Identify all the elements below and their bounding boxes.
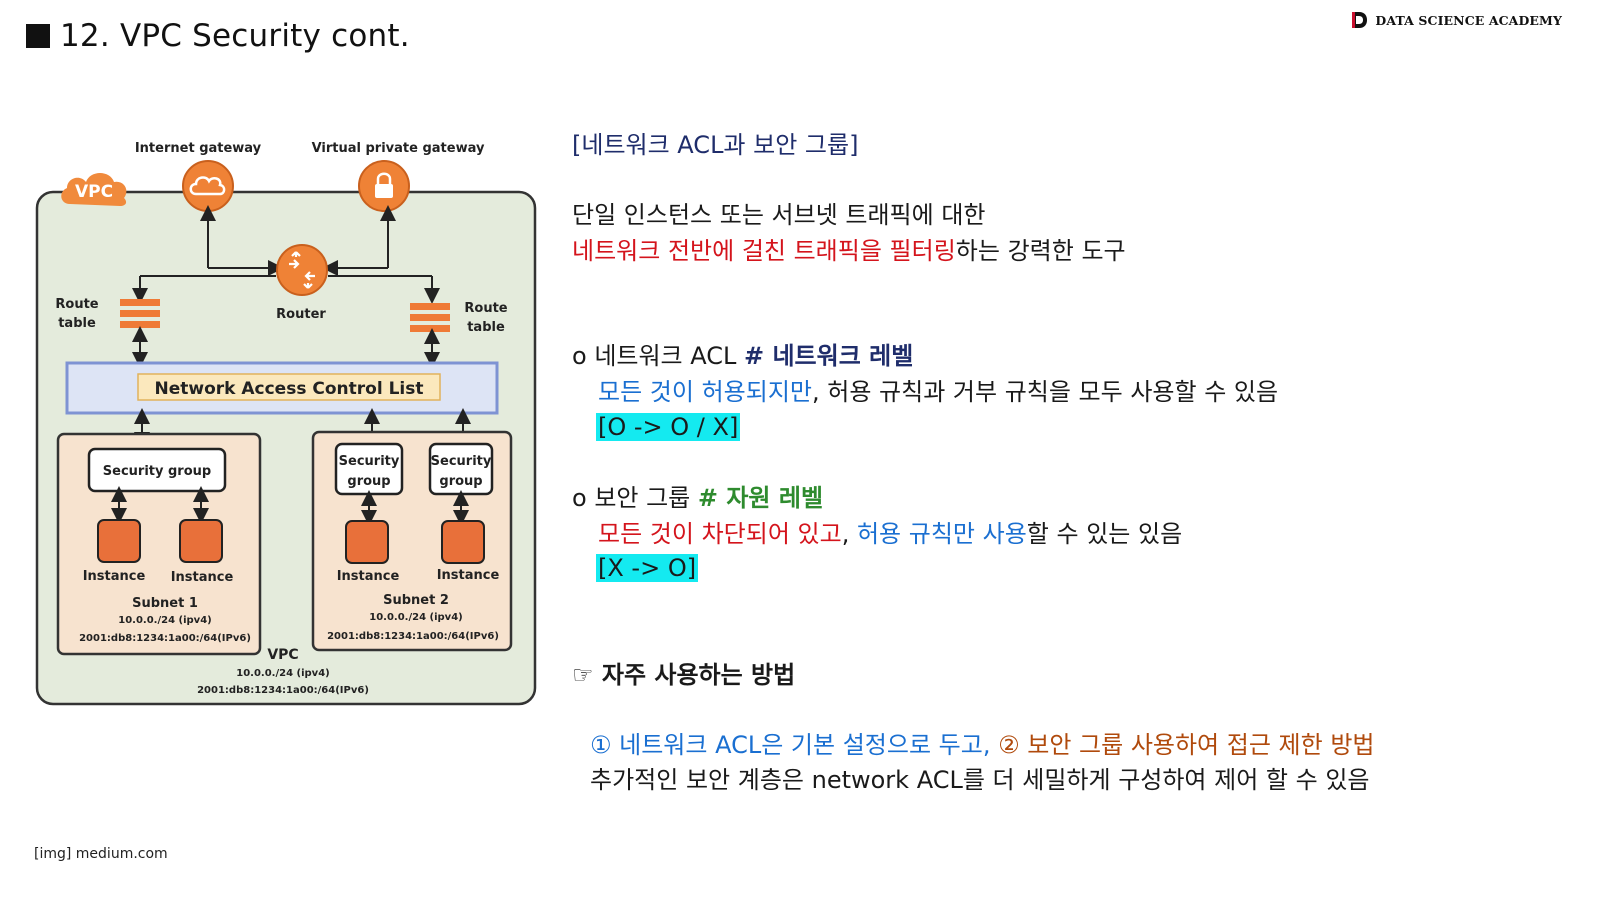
sg-heading: o 보안 그룹 # 자원 레벨	[572, 481, 823, 515]
vpc-badge-label: VPC	[75, 182, 113, 202]
vpc-diagram-svg: VPC Internet gateway Virtual private gat…	[35, 141, 537, 706]
content-heading: [네트워크 ACL과 보안 그룹]	[572, 131, 859, 159]
subnet-1-ipv6: 2001:db8:1234:1a00:/64(IPv6)	[79, 633, 251, 644]
subnet-2-security-group-2-label-1: Security	[431, 454, 492, 469]
sg-rule-badge: [X -> O]	[596, 554, 699, 582]
academy-logo-icon	[1352, 12, 1368, 28]
vpc-ipv4-label: 10.0.0./24 (ipv4)	[236, 668, 329, 679]
router-icon	[276, 244, 328, 296]
acl-desc: 모든 것이 허용되지만, 허용 규칙과 거부 규칙을 모두 사용할 수 있음	[598, 375, 1278, 409]
acl-heading: o 네트워크 ACL # 네트워크 레벨	[572, 339, 913, 373]
usage-line-2: 추가적인 보안 계층은 network ACL를 더 세밀하게 구성하여 제어 …	[590, 766, 1370, 794]
usage-step-2: ② 보안 그룹 사용하여 접근 제한 방법	[990, 731, 1375, 759]
sg-bullet: o 보안 그룹	[572, 484, 698, 512]
internet-gateway-icon	[182, 160, 234, 212]
virtual-private-gateway-label: Virtual private gateway	[312, 141, 485, 156]
subnet-1-security-group-label: Security group	[103, 464, 211, 479]
nacl-label-box	[137, 373, 441, 401]
sg-desc: 모든 것이 차단되어 있고, 허용 규칙만 사용할 수 있는 있음	[598, 517, 1182, 551]
acl-desc-rest: , 허용 규칙과 거부 규칙을 모두 사용할 수 있음	[811, 378, 1279, 406]
sg-desc-sep: ,	[841, 520, 857, 548]
route-table-left-icon	[120, 299, 160, 328]
intro-line-2: 네트워크 전반에 걸친 트래픽을 필터링하는 강력한 도구	[572, 234, 1126, 268]
subnet-2-security-group-2-label-2: group	[439, 474, 482, 489]
usage-line-1: ① 네트워크 ACL은 기본 설정으로 두고, ② 보안 그룹 사용하여 접근 …	[590, 728, 1375, 762]
acl-bullet: o 네트워크 ACL	[572, 342, 745, 370]
sg-rule: [X -> O]	[596, 551, 699, 585]
sg-tag: # 자원 레벨	[697, 484, 824, 512]
route-table-left-label-1: Route	[55, 297, 98, 312]
usage-step-1: ① 네트워크 ACL은 기본 설정으로 두고,	[590, 731, 991, 759]
lock-icon	[358, 160, 410, 212]
academy-logo: DATA SCIENCE ACADEMY	[1349, 10, 1562, 30]
sg-desc-blue: 허용 규칙만 사용	[856, 520, 1027, 548]
router-label: Router	[276, 307, 326, 322]
vpc-ipv6-label: 2001:db8:1234:1a00:/64(IPv6)	[197, 685, 369, 696]
internet-gateway-label: Internet gateway	[135, 141, 262, 156]
slide-title-text: 12. VPC Security cont.	[60, 18, 410, 54]
subnet-1-instance-label-1: Instance	[83, 569, 146, 584]
instance-icon	[179, 519, 223, 563]
acl-rule-badge: [O -> O / X]	[596, 413, 741, 441]
instance-icon	[441, 520, 485, 564]
vpc-name-label: VPC	[267, 647, 298, 663]
intro-highlight: 네트워크 전반에 걸친 트래픽을 필터링	[572, 237, 956, 265]
route-table-right-icon	[410, 303, 450, 332]
nacl-label: Network Access Control List	[155, 379, 424, 399]
subnet-2-security-group-1-label-2: group	[347, 474, 390, 489]
intro-line-1: 단일 인스턴스 또는 서브넷 트래픽에 대한	[572, 201, 986, 229]
subnet-2-security-group-1-label-1: Security	[339, 454, 400, 469]
title-square-icon	[26, 24, 50, 48]
acl-tag: # 네트워크 레벨	[744, 342, 914, 370]
subnet-2-ipv6: 2001:db8:1234:1a00:/64(IPv6)	[327, 631, 499, 642]
subnet-1-instance-label-2: Instance	[171, 570, 234, 585]
subnet-2-instance-label-2: Instance	[437, 568, 500, 583]
subnet-1-security-group	[87, 447, 227, 493]
sg-desc-red: 모든 것이 차단되어 있고	[598, 520, 842, 548]
subnet-2-instance-label-1: Instance	[337, 569, 400, 584]
acl-desc-highlight: 모든 것이 허용되지만	[598, 378, 812, 406]
subnet-2-name: Subnet 2	[383, 593, 449, 608]
subnet-2-ipv4: 10.0.0./24 (ipv4)	[369, 612, 462, 623]
route-table-right-label-2: table	[467, 320, 505, 335]
instance-icon	[345, 520, 389, 564]
image-credit: [img] medium.com	[34, 846, 168, 862]
sg-desc-rest: 할 수 있는 있음	[1026, 520, 1183, 548]
usage-heading: ☞ 자주 사용하는 방법	[572, 661, 796, 689]
vpc-cloud-icon	[61, 173, 127, 206]
route-table-right-label-1: Route	[464, 301, 507, 316]
vpc-diagram: VPC Internet gateway Virtual private gat…	[34, 126, 544, 716]
intro-rest: 하는 강력한 도구	[955, 237, 1126, 265]
acl-rule: [O -> O / X]	[596, 410, 741, 444]
instance-icon	[97, 519, 141, 563]
slide-title: 12. VPC Security cont.	[26, 18, 410, 54]
route-table-left-label-2: table	[58, 316, 96, 331]
academy-logo-text: DATA SCIENCE ACADEMY	[1375, 12, 1562, 28]
subnet-1-name: Subnet 1	[132, 596, 198, 611]
subnet-1-ipv4: 10.0.0./24 (ipv4)	[118, 615, 211, 626]
